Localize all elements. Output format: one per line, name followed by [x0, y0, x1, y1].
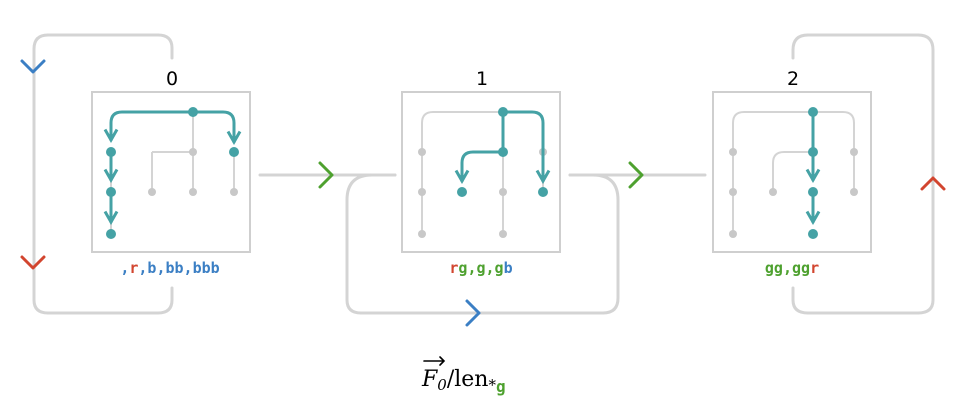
label-part: ,	[120, 259, 129, 277]
loop-1	[345, 173, 620, 315]
chevron-right-icon	[628, 161, 644, 189]
tree-gray-nodes	[148, 148, 238, 196]
chevron-up-icon	[920, 176, 946, 191]
label-part: b	[504, 259, 513, 277]
label-part: gg	[792, 259, 810, 277]
tree-gray-nodes	[418, 148, 547, 238]
state-box	[91, 91, 251, 253]
label-part: ,	[138, 259, 147, 277]
state-2: 2 gg,ggr	[712, 68, 872, 277]
state-0-label: ,r,b,bb,bbb	[120, 259, 219, 277]
label-part: ,	[184, 259, 193, 277]
label-part: r	[129, 259, 138, 277]
label-part: bbb	[193, 259, 220, 277]
label-part: r	[810, 259, 819, 277]
tree-gray-nodes	[729, 148, 858, 238]
tree-gray	[732, 111, 855, 234]
chevron-right-icon	[318, 161, 334, 189]
caption-sub-g: g	[496, 377, 506, 396]
label-part: g	[495, 259, 504, 277]
caption-sub0: 0	[437, 376, 447, 394]
state-1: 1 rg,g,gb	[401, 68, 561, 277]
state-0: 0 ,r,b,bb,bbb	[91, 68, 251, 277]
chevron-right-icon	[465, 299, 481, 327]
transition-markers	[20, 59, 946, 327]
state-1-label: rg,g,gb	[449, 259, 512, 277]
state-number: 1	[476, 68, 488, 90]
svg-text:F0/len*g: F0/len*g	[421, 367, 506, 396]
label-part: ,	[467, 259, 476, 277]
state-number: 2	[787, 68, 799, 90]
state-box	[401, 91, 561, 253]
label-part: g	[476, 259, 485, 277]
label-part: ,	[156, 259, 165, 277]
label-part: ,	[486, 259, 495, 277]
tree-teal-nodes	[808, 107, 818, 239]
state-2-label: gg,ggr	[765, 259, 819, 277]
chevron-down-icon	[20, 255, 46, 270]
label-part: ,	[783, 259, 792, 277]
label-part: gg	[765, 259, 783, 277]
loop-2	[791, 33, 935, 315]
label-part: g	[458, 259, 467, 277]
caption-formula: F0/len*g	[421, 356, 506, 396]
tree-teal	[454, 110, 551, 185]
caption-main: F	[421, 367, 438, 392]
loop-paths	[32, 33, 935, 315]
label-part: bb	[165, 259, 183, 277]
label-part: b	[147, 259, 156, 277]
tree-teal-nodes	[106, 107, 239, 239]
vector-arrow	[423, 356, 446, 366]
state-number: 0	[166, 68, 178, 90]
caption-rest: /len	[447, 367, 489, 392]
tree-teal-nodes	[457, 107, 548, 197]
loop-0	[32, 33, 174, 315]
chevron-down-icon	[20, 59, 46, 74]
label-part: r	[449, 259, 458, 277]
caption-star: *	[488, 376, 496, 394]
state-box	[712, 91, 872, 253]
